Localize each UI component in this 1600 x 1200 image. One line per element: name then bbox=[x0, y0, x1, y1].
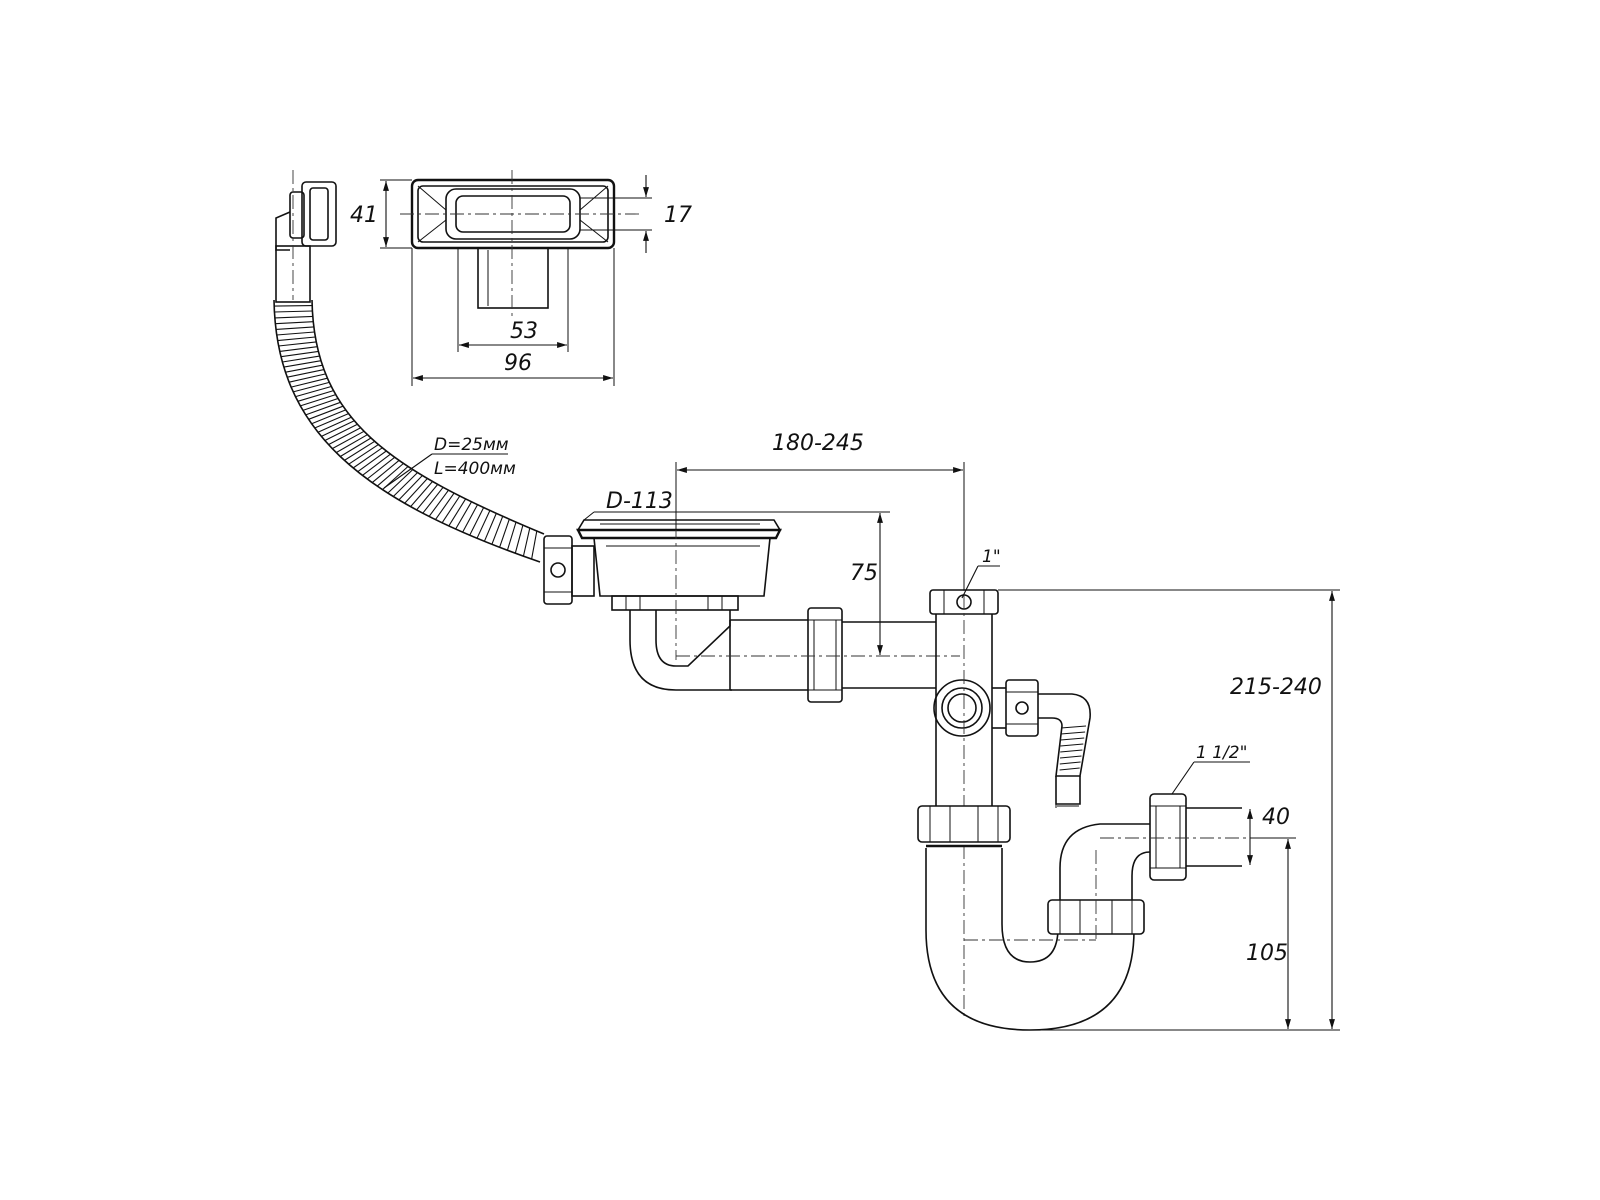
nozzle-rib bbox=[1060, 743, 1084, 747]
drain-pipe-horizontal bbox=[676, 607, 960, 703]
siphon-tee bbox=[917, 470, 1091, 1020]
hose-rib bbox=[305, 401, 341, 416]
hose-rib bbox=[392, 472, 418, 497]
hose-rib bbox=[506, 521, 517, 551]
hose-rib bbox=[275, 326, 314, 330]
hose-rib bbox=[522, 527, 531, 557]
hose-rib bbox=[277, 336, 316, 342]
hose-rib bbox=[324, 423, 358, 441]
hose-rib bbox=[448, 498, 467, 527]
hose-rib bbox=[308, 405, 344, 420]
hose-rib bbox=[387, 469, 414, 494]
s-trap bbox=[925, 793, 1250, 1031]
strainer-depth-label: 75 bbox=[850, 561, 878, 586]
hose-rib bbox=[283, 360, 322, 368]
nozzle-rib bbox=[1060, 725, 1087, 729]
hose-rib bbox=[290, 377, 328, 388]
nozzle-rib bbox=[1059, 755, 1082, 759]
main-dimensions bbox=[583, 462, 1340, 1031]
hose-rib bbox=[274, 310, 313, 313]
outlet-thread-label: 1 1/2" bbox=[1196, 743, 1247, 763]
strainer-diameter-label: D-113 bbox=[606, 489, 673, 514]
hose-rib bbox=[285, 364, 323, 373]
hose-rib bbox=[282, 355, 320, 363]
hose-rib bbox=[491, 516, 504, 545]
hose-rib bbox=[335, 434, 368, 454]
hose-rib bbox=[371, 459, 400, 484]
centre-distance-label: 180-245 bbox=[772, 431, 864, 456]
nozzle-rib bbox=[1060, 737, 1085, 741]
outlet-diameter-label: 40 bbox=[1262, 805, 1290, 830]
hose-rib bbox=[314, 413, 349, 429]
hose-rib bbox=[278, 341, 317, 347]
hose-rib bbox=[275, 321, 314, 325]
hose-rib bbox=[328, 427, 361, 446]
hose-rib bbox=[366, 456, 396, 480]
side-inlet-thread-label: 1" bbox=[982, 547, 1001, 567]
hose-rib bbox=[398, 475, 423, 501]
hose-rib bbox=[422, 486, 444, 514]
hose-rib bbox=[483, 513, 497, 542]
hose-rib bbox=[288, 373, 326, 383]
hose-rib bbox=[344, 440, 375, 461]
strainer-body bbox=[543, 500, 782, 691]
overflow-fitting bbox=[400, 170, 640, 316]
outlet-width-label: 53 bbox=[510, 319, 538, 344]
hose-rib bbox=[274, 315, 313, 319]
slot-height-label: 17 bbox=[664, 203, 692, 228]
hose-rib bbox=[514, 524, 524, 554]
hose-rib bbox=[321, 420, 355, 437]
hose-rib bbox=[435, 492, 455, 520]
nozzle-rib bbox=[1059, 761, 1081, 765]
hose-rib bbox=[311, 409, 346, 425]
nozzle-rib bbox=[1060, 731, 1086, 735]
hose-rib bbox=[441, 495, 461, 524]
hose-rib bbox=[499, 519, 510, 548]
hose-rib bbox=[376, 463, 404, 487]
hose-rib bbox=[295, 385, 332, 398]
nozzle-rib bbox=[1060, 749, 1083, 753]
hose-length-label: L=400мм bbox=[434, 459, 516, 479]
total-height-label: 215-240 bbox=[1230, 675, 1322, 700]
hose-rib bbox=[531, 530, 538, 560]
hose-rib bbox=[280, 350, 319, 358]
hose-rib bbox=[469, 507, 485, 536]
hose-rib bbox=[476, 510, 491, 539]
hose-rib bbox=[279, 346, 318, 352]
overflow-width-label: 96 bbox=[504, 351, 532, 376]
hose-leader bbox=[383, 453, 508, 489]
overflow-hose bbox=[273, 170, 545, 563]
hose-rib bbox=[297, 390, 334, 402]
hose-rib bbox=[302, 397, 339, 411]
hose-rib bbox=[416, 484, 439, 511]
hose-rib bbox=[300, 394, 336, 407]
overflow-dimensions bbox=[380, 175, 652, 386]
hose-rib bbox=[404, 478, 428, 504]
hose-rib bbox=[362, 453, 391, 476]
hose-rib bbox=[340, 437, 372, 457]
hose-rib bbox=[428, 489, 449, 517]
hose-rib bbox=[274, 305, 313, 307]
hose-rib bbox=[348, 444, 379, 465]
hose-rib bbox=[293, 381, 330, 393]
hose-diameter-label: D=25мм bbox=[434, 435, 509, 455]
hose-rib bbox=[332, 430, 365, 450]
hose-rib bbox=[357, 450, 387, 473]
hose-rib bbox=[455, 501, 472, 530]
hose-rib bbox=[276, 331, 315, 336]
hose-rib bbox=[410, 481, 433, 507]
hose-rib bbox=[317, 416, 352, 433]
overflow-height-label: 41 bbox=[350, 203, 378, 228]
hose-rib bbox=[287, 369, 325, 378]
hose-rib bbox=[352, 447, 383, 469]
nozzle-rib bbox=[1059, 767, 1080, 771]
outlet-height-label: 105 bbox=[1246, 941, 1288, 966]
hose-rib bbox=[462, 504, 478, 533]
